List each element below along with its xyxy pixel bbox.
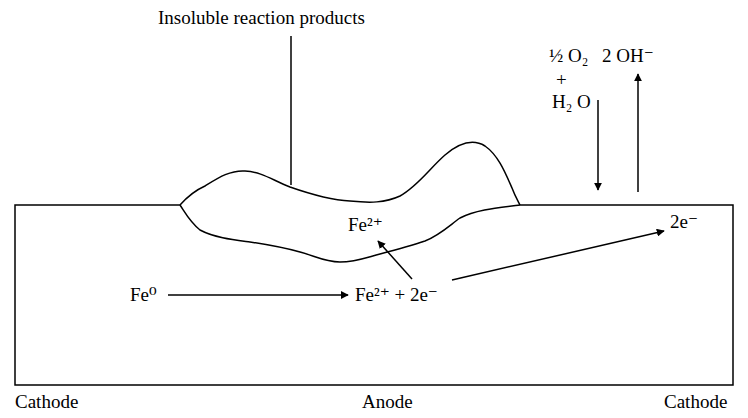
text-label: Fe²⁺ bbox=[348, 213, 383, 236]
deposit-outline bbox=[180, 142, 520, 205]
up-arrow bbox=[637, 74, 639, 192]
text-label: Fe⁰ bbox=[130, 283, 157, 306]
text-label: Anode bbox=[362, 390, 413, 413]
ion-arrow bbox=[378, 241, 412, 279]
text-label: Fe²⁺ + 2e⁻ bbox=[355, 283, 438, 306]
electron-arrow bbox=[452, 231, 664, 280]
down-arrow bbox=[597, 100, 599, 190]
text-label: Cathode bbox=[15, 390, 78, 413]
text-label: + bbox=[556, 68, 567, 91]
metal-block bbox=[15, 205, 733, 385]
text-label: ½ O₂ bbox=[549, 44, 588, 67]
text-label: 2e⁻ bbox=[670, 210, 698, 233]
text-label: Insoluble reaction products bbox=[158, 6, 365, 29]
text-label: H₂ O bbox=[552, 90, 591, 113]
text-label: 2 OH⁻ bbox=[602, 44, 654, 67]
text-label: Cathode bbox=[664, 390, 727, 413]
reaction-arrow bbox=[168, 294, 348, 296]
leader-line bbox=[290, 36, 292, 185]
